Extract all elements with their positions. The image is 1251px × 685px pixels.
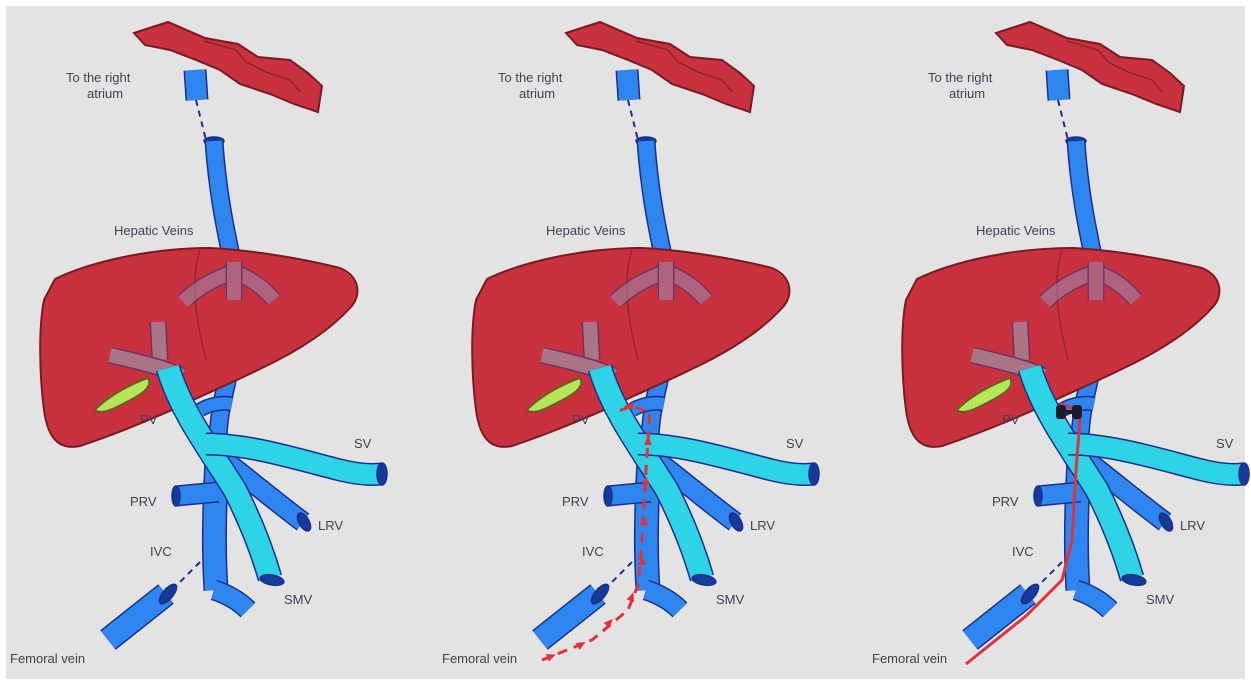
label-atrium: atrium <box>519 86 555 101</box>
label-lrv: LRV <box>318 518 343 533</box>
label-atrium: atrium <box>87 86 123 101</box>
label-smv: SMV <box>1146 592 1175 607</box>
sv-end <box>809 463 819 485</box>
sv-end <box>1239 463 1249 485</box>
ivc-upper-stub <box>195 70 197 100</box>
label-lrv: LRV <box>750 518 775 533</box>
label-prv: PRV <box>992 494 1019 509</box>
label-prv: PRV <box>562 494 589 509</box>
label-hepatic-veins: Hepatic Veins <box>976 223 1056 238</box>
label-sv: SV <box>1216 436 1234 451</box>
ivc-upper-stub <box>627 70 629 100</box>
label-to-right-atrium: To the right <box>498 70 563 85</box>
label-pv: PV <box>1002 412 1020 427</box>
portal-branch-up <box>1020 322 1022 360</box>
label-lrv: LRV <box>1180 518 1205 533</box>
label-femoral-vein: Femoral vein <box>10 651 85 666</box>
label-to-right-atrium: To the right <box>928 70 993 85</box>
portal-branch-up <box>158 322 160 360</box>
prv-end <box>604 486 612 506</box>
sv-end <box>377 463 387 485</box>
label-ivc: IVC <box>150 544 172 559</box>
prv-vessel <box>608 492 650 496</box>
portal-ivc-connector <box>200 403 232 410</box>
label-pv: PV <box>140 412 158 427</box>
label-ivc: IVC <box>1012 544 1034 559</box>
ivc-upper-stub <box>1057 70 1059 100</box>
label-smv: SMV <box>284 592 313 607</box>
label-hepatic-veins: Hepatic Veins <box>114 223 194 238</box>
label-prv: PRV <box>130 494 157 509</box>
prv-end <box>1034 486 1042 506</box>
label-ivc: IVC <box>582 544 604 559</box>
label-sv: SV <box>786 436 804 451</box>
prv-vessel <box>176 492 218 496</box>
label-pv: PV <box>572 412 590 427</box>
label-to-right-atrium: To the right <box>66 70 131 85</box>
label-femoral-vein: Femoral vein <box>442 651 517 666</box>
portal-branch-up <box>590 322 592 360</box>
label-sv: SV <box>354 436 372 451</box>
label-atrium: atrium <box>949 86 985 101</box>
label-smv: SMV <box>716 592 745 607</box>
label-hepatic-veins: Hepatic Veins <box>546 223 626 238</box>
prv-end <box>172 486 180 506</box>
label-femoral-vein: Femoral vein <box>872 651 947 666</box>
